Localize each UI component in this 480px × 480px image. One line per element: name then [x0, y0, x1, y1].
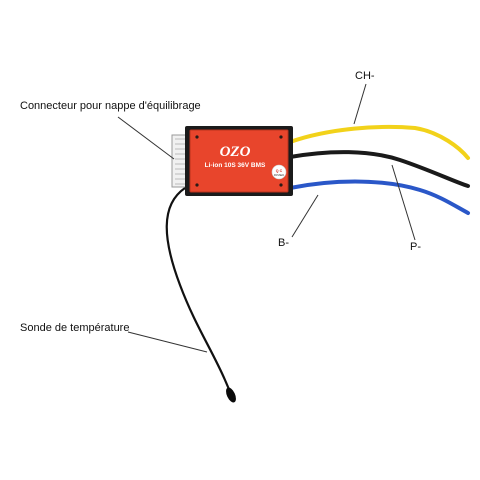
screw-hole — [195, 135, 199, 139]
ch-minus-label: CH- — [355, 70, 375, 82]
leader-line-ch — [353, 83, 367, 125]
leader-line-b — [291, 194, 319, 238]
leader-line-probe — [127, 331, 208, 353]
screw-hole — [279, 183, 283, 187]
screw-hole — [279, 135, 283, 139]
board-brand: OZO — [220, 144, 251, 160]
balance-connector-label: Connecteur pour nappe d'équilibrage — [20, 100, 201, 112]
p-wire-black — [288, 150, 470, 188]
temperature-probe-wire — [165, 186, 233, 396]
temperature-probe-label: Sonde de température — [20, 322, 130, 334]
board-model: Li-ion 10S 36V BMS — [205, 162, 266, 169]
b-minus-label: B- — [278, 237, 289, 249]
screw-hole — [195, 183, 199, 187]
qc-sticker — [271, 164, 287, 180]
leader-line-p — [391, 164, 416, 241]
bms-board: OZO Li-ion 10S 36V BMS Q C PASSED — [185, 126, 293, 196]
b-wire-blue — [288, 179, 470, 215]
p-minus-label: P- — [410, 241, 421, 253]
temperature-probe-tip — [226, 387, 236, 403]
leader-line-connector — [117, 116, 175, 160]
bms-board-face — [190, 130, 288, 192]
ch-wire-yellow — [288, 124, 470, 160]
qc-sticker-top: Q C — [276, 169, 283, 173]
qc-sticker-bottom: PASSED — [274, 173, 284, 177]
